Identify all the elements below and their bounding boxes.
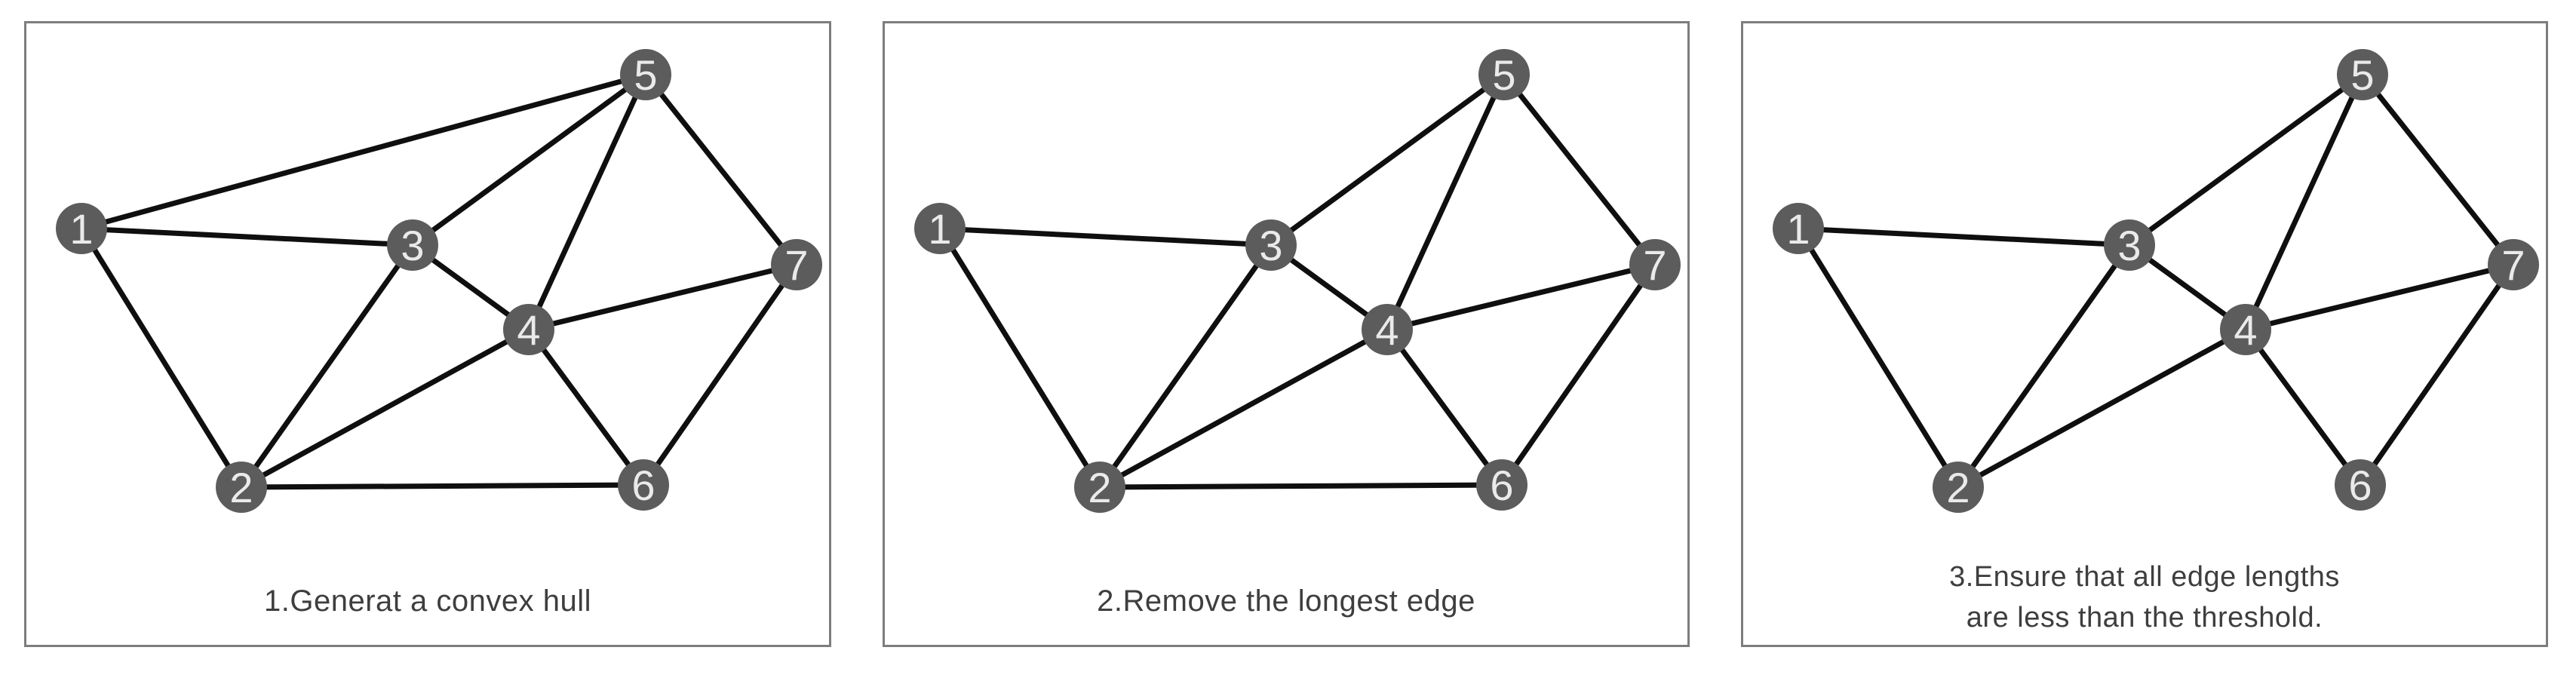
graph-node-1 — [56, 203, 107, 254]
graph-node-6 — [2335, 459, 2386, 511]
graph-edge-2-4 — [238, 327, 532, 490]
graph-node-label-6: 6 — [631, 462, 655, 509]
graph-node-4 — [1362, 304, 1413, 355]
graph-node-1 — [914, 203, 966, 254]
graph-edge-4-5 — [526, 72, 649, 333]
graph-edge-4-6 — [526, 327, 646, 488]
graph-edge-1-2 — [78, 225, 244, 490]
graph-edge-1-2 — [1795, 225, 1961, 490]
graph-edge-2-3 — [1097, 242, 1274, 490]
graph-node-1 — [1773, 203, 1824, 254]
graph-node-3 — [2104, 219, 2155, 271]
graph-edge-2-3 — [1955, 242, 2132, 490]
graph-edge-2-4 — [1955, 327, 2249, 490]
graph-node-label-1: 1 — [69, 205, 93, 253]
graph-node-2 — [216, 462, 267, 513]
graph-node-label-2: 2 — [1088, 464, 1111, 511]
graph-edge-3-5 — [2126, 72, 2366, 248]
graph-node-label-7: 7 — [1643, 241, 1666, 289]
panel-3-caption: 3.Ensure that all edge lengths are less … — [1743, 557, 2546, 639]
graph-canvas-3: 1 2 3 4 5 6 7 — [1773, 49, 2539, 513]
caption-line: 2.Remove the longest edge — [1097, 584, 1475, 618]
graph-edge-5-7 — [643, 72, 800, 268]
graph-node-5 — [620, 49, 671, 100]
graph-node-2 — [1074, 462, 1125, 513]
graph-node-label-1: 1 — [928, 205, 951, 253]
graph-edge-2-6 — [238, 482, 646, 490]
graph-edge-2-3 — [238, 242, 416, 490]
graph-edge-4-6 — [1384, 327, 1505, 488]
panel-2: 1 2 3 4 5 6 7 2.Remove the longest edge — [883, 21, 1690, 647]
graph-edge-6-7 — [1499, 262, 1658, 488]
graph-node-6 — [618, 459, 669, 511]
graph-edge-4-6 — [2243, 327, 2363, 488]
graph-node-7 — [2488, 239, 2539, 290]
graph-edge-1-2 — [937, 225, 1103, 490]
graph-node-label-6: 6 — [2348, 462, 2372, 509]
graph-node-3 — [1245, 219, 1297, 271]
graph-node-4 — [2220, 304, 2271, 355]
graph-edge-5-7 — [2360, 72, 2516, 268]
caption-line: are less than the threshold. — [1966, 602, 2323, 634]
panel-1: 1 2 3 4 5 6 7 1.Generat a convex hull — [24, 21, 831, 647]
graph-node-6 — [1476, 459, 1527, 511]
graph-edge-4-7 — [526, 262, 800, 333]
graph-node-label-7: 7 — [2501, 241, 2525, 289]
graph-node-5 — [2337, 49, 2388, 100]
panel-2-caption: 2.Remove the longest edge — [885, 581, 1687, 621]
graph-node-label-2: 2 — [1946, 464, 1970, 511]
graph-node-label-3: 3 — [2117, 222, 2141, 269]
graph-node-label-2: 2 — [229, 464, 253, 511]
graph-edge-1-3 — [937, 225, 1274, 248]
graph-canvas-2: 1 2 3 4 5 6 7 — [914, 49, 1681, 513]
caption-line: 3.Ensure that all edge lengths — [1949, 561, 2340, 594]
panel-1-caption: 1.Generat a convex hull — [26, 581, 829, 621]
graph-node-label-4: 4 — [517, 306, 540, 354]
graph-node-label-7: 7 — [784, 241, 808, 289]
graph-edge-3-5 — [1268, 72, 1507, 248]
graph-node-label-3: 3 — [401, 222, 424, 269]
graph-edge-3-5 — [410, 72, 649, 248]
graph-edge-5-7 — [1501, 72, 1658, 268]
graph-canvas-1: 1 2 3 4 5 6 7 — [56, 49, 822, 513]
graph-node-label-4: 4 — [1375, 306, 1399, 354]
graph-node-label-5: 5 — [2350, 51, 2374, 99]
graph-node-label-3: 3 — [1259, 222, 1282, 269]
graph-node-7 — [1629, 239, 1681, 290]
graph-node-3 — [387, 219, 438, 271]
graph-node-label-4: 4 — [2234, 306, 2257, 354]
graph-edge-2-4 — [1097, 327, 1390, 490]
graph-node-2 — [1933, 462, 1984, 513]
graph-edge-1-3 — [1795, 225, 2132, 248]
panel-3: 1 2 3 4 5 6 7 3.Ensure that all edge lengths a… — [1741, 21, 2548, 647]
graph-edge-6-7 — [2357, 262, 2516, 488]
graph-edge-4-7 — [2243, 262, 2516, 333]
graph-node-5 — [1478, 49, 1530, 100]
graph-node-label-6: 6 — [1490, 462, 1513, 509]
caption-line: 1.Generat a convex hull — [264, 584, 591, 618]
graph-node-4 — [503, 304, 554, 355]
graph-node-label-1: 1 — [1786, 205, 1810, 253]
graph-node-7 — [771, 239, 822, 290]
graph-edge-4-5 — [2243, 72, 2366, 333]
graph-edge-6-7 — [640, 262, 800, 488]
graph-edge-4-5 — [1384, 72, 1507, 333]
graph-node-label-5: 5 — [1492, 51, 1515, 99]
graph-edge-4-7 — [1384, 262, 1658, 333]
graph-edge-1-5 — [78, 72, 649, 232]
graph-node-label-5: 5 — [634, 51, 657, 99]
graph-edge-1-3 — [78, 225, 416, 248]
graph-edge-2-6 — [1097, 482, 1505, 490]
